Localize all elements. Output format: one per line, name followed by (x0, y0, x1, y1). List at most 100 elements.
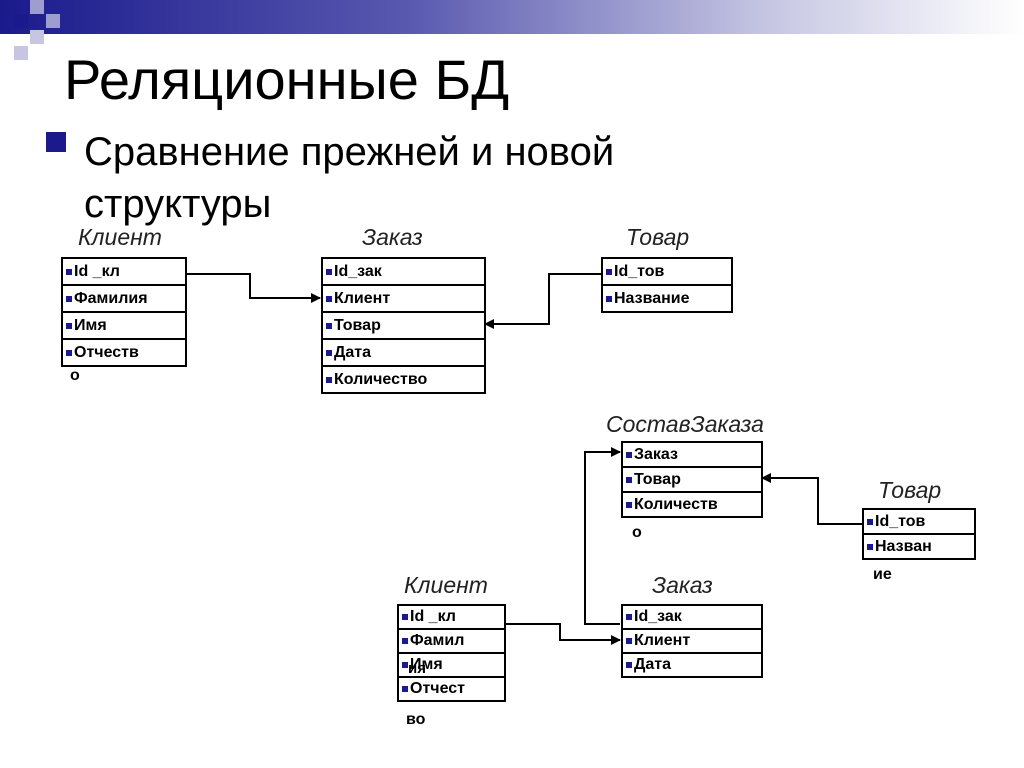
field-bullet-icon (402, 686, 408, 692)
field-label: Id_тов (875, 512, 926, 530)
field-bullet-icon (66, 268, 72, 275)
field-bullet-icon (606, 268, 612, 275)
deco-square (30, 0, 44, 14)
table-row: Имя (399, 654, 504, 678)
field-label: Заказ (634, 445, 678, 463)
field-label: Название (614, 289, 690, 307)
field-label: Товар (634, 470, 681, 488)
table-row: Товар (323, 313, 484, 340)
field-label: Id _кл (74, 262, 120, 280)
field-bullet-icon (867, 518, 873, 525)
field-bullet-icon (402, 662, 408, 668)
field-label-overflow: о (632, 524, 642, 541)
table-row: Фамилия (63, 286, 185, 313)
table-client: Id _кл Фамилия Имя Отчеств (61, 257, 187, 367)
field-bullet-icon (867, 543, 873, 550)
table-composition: Заказ Товар Количеств (621, 441, 763, 518)
field-label: Id_зак (634, 608, 682, 625)
table-row: Id_тов (864, 510, 974, 535)
field-label-overflow: во (406, 711, 426, 728)
field-label-overflow: о (70, 367, 80, 384)
field-bullet-icon (66, 349, 72, 356)
table-product: Id_тов Название (601, 257, 733, 313)
table-row: Дата (323, 340, 484, 367)
table-row: Количество (323, 367, 484, 392)
arrow-client-to-order-new (504, 623, 621, 645)
field-label: Дата (334, 343, 372, 361)
table-row: Id_тов (603, 259, 731, 286)
table-row: Товар (623, 468, 761, 493)
field-label-overflow: ие (873, 566, 892, 583)
field-bullet-icon (402, 638, 408, 644)
field-bullet-icon (626, 451, 632, 458)
field-bullet-icon (626, 501, 632, 508)
deco-square (30, 30, 44, 44)
field-label: Отчест (410, 680, 465, 697)
table-name-product-new: Товар (878, 477, 942, 503)
table-row: Дата (623, 654, 761, 676)
field-label: Товар (334, 316, 381, 334)
table-name-order-new: Заказ (652, 572, 713, 598)
field-label: Отчеств (74, 343, 139, 361)
table-client-new: Id _кл Фамил Имя Отчест (397, 604, 506, 702)
arrow-product-to-composition (761, 473, 862, 525)
table-name-order: Заказ (362, 224, 423, 250)
field-label: Количество (334, 370, 428, 388)
field-label: Имя (74, 316, 107, 334)
field-bullet-icon (326, 295, 332, 302)
field-label: Id_зак (334, 262, 382, 280)
field-label: Количеств (634, 495, 718, 513)
deco-square (46, 14, 60, 28)
page-title: Реляционные БД (64, 48, 510, 111)
table-row: Заказ (623, 443, 761, 468)
field-label: Клиент (634, 632, 691, 649)
field-bullet-icon (326, 376, 332, 383)
field-label: Id _кл (410, 608, 456, 625)
field-label: Фамил (410, 632, 465, 649)
field-bullet-icon (326, 322, 332, 329)
field-bullet-icon (402, 614, 408, 620)
table-row: Id _кл (63, 259, 185, 286)
subtitle: Сравнение прежней и новой структуры (84, 130, 615, 226)
field-bullet-icon (626, 476, 632, 483)
table-row: Фамил (399, 630, 504, 654)
table-name-client: Клиент (78, 224, 162, 250)
arrow-order-to-composition (584, 447, 621, 625)
table-row: Название (603, 286, 731, 311)
arrow-client-to-order (185, 273, 321, 303)
table-name-client-new: Клиент (404, 572, 488, 598)
table-order: Id_зак Клиент Товар Дата Количество (321, 257, 486, 394)
table-row: Отчеств (63, 340, 185, 365)
field-label: Назван (875, 537, 932, 555)
field-bullet-icon (326, 349, 332, 356)
table-row: Количеств (623, 493, 761, 516)
table-product-new: Id_тов Назван (862, 508, 976, 560)
deco-square (14, 14, 28, 28)
table-row: Id_зак (323, 259, 484, 286)
field-bullet-icon (606, 295, 612, 302)
table-row: Клиент (323, 286, 484, 313)
table-name-composition: СоставЗаказа (606, 411, 764, 437)
field-label: Имя (410, 656, 443, 673)
field-bullet-icon (66, 322, 72, 329)
field-label: Клиент (334, 289, 391, 307)
field-label: Id_тов (614, 262, 665, 280)
field-label: Дата (634, 656, 672, 673)
table-order-new: Id_зак Клиент Дата (621, 604, 763, 678)
header-gradient-bar (0, 0, 1024, 34)
table-row: Клиент (623, 630, 761, 654)
field-label-overflow: ия (408, 660, 426, 677)
table-name-product: Товар (626, 224, 690, 250)
bullet-square-icon (46, 132, 66, 152)
field-bullet-icon (626, 638, 632, 644)
arrow-product-to-order (484, 273, 601, 329)
table-row: Имя (63, 313, 185, 340)
field-bullet-icon (66, 295, 72, 302)
table-row: Отчест (399, 678, 504, 700)
field-bullet-icon (626, 662, 632, 668)
field-label: Фамилия (74, 289, 148, 307)
deco-square (14, 46, 28, 60)
table-row: Id_зак (623, 606, 761, 630)
field-bullet-icon (326, 268, 332, 275)
